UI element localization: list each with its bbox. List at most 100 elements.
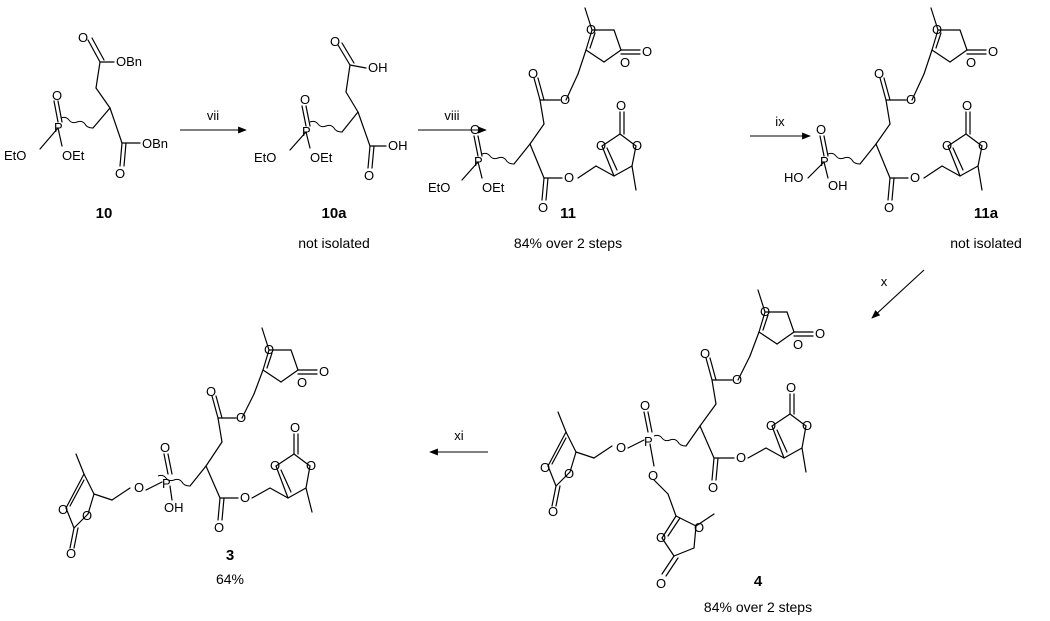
atom-label: O: [240, 490, 250, 505]
atom-label: O: [815, 326, 825, 341]
atom-label: OH: [388, 138, 408, 153]
atom-label: O: [214, 520, 224, 535]
atom-label: O: [564, 170, 574, 185]
compound-note: not isolated: [298, 235, 370, 251]
atom-label: O: [115, 166, 125, 181]
atom-label: OBn: [116, 54, 142, 69]
atom-label: O: [640, 398, 650, 413]
atom-label: HO: [784, 170, 804, 185]
atom-label: O: [760, 304, 770, 319]
atom-label: EtO: [428, 180, 450, 195]
reagent-label: ix: [775, 114, 785, 129]
atom-label: O: [942, 138, 952, 153]
atom-label: O: [616, 440, 626, 455]
atom-label: O: [160, 440, 170, 455]
compound-number: 10a: [321, 205, 347, 222]
atom-label: O: [528, 66, 538, 81]
atom-label: O: [988, 44, 998, 59]
atom-label: O: [708, 480, 718, 495]
reaction-arrow-ix: ix: [750, 114, 811, 140]
compound-note: not isolated: [950, 235, 1022, 251]
reagent-label: x: [881, 274, 888, 289]
atom-label: O: [540, 460, 550, 475]
atom-label: O: [632, 138, 642, 153]
reaction-arrow-x: x: [871, 269, 925, 319]
atom-label: O: [586, 22, 596, 37]
structure-4: O O O O O O O O O O O P O O O O O O O O: [540, 289, 825, 591]
atom-label: O: [786, 380, 796, 395]
atom-label: O: [616, 98, 626, 113]
compound-label-10a: 10a not isolated: [298, 205, 370, 251]
atom-label: O: [290, 420, 300, 435]
atom-label: O: [656, 530, 666, 545]
atom-label: OEt: [482, 180, 505, 195]
atom-label: O: [736, 450, 746, 465]
compound-label-11a: 11a not isolated: [950, 205, 1022, 251]
atom-label: P: [820, 154, 829, 169]
atom-label: O: [330, 34, 340, 49]
atom-label: P: [302, 124, 311, 139]
compound-number: 3: [226, 547, 234, 564]
atom-label: O: [732, 372, 742, 387]
atom-label: OBn: [142, 136, 168, 151]
atom-label: P: [162, 476, 171, 491]
compound-number: 10: [96, 205, 113, 222]
atom-label: O: [206, 384, 216, 399]
compound-number: 11a: [974, 205, 999, 222]
atom-label: O: [962, 98, 972, 113]
compound-number: 11: [560, 205, 576, 222]
atom-label: O: [58, 502, 68, 517]
atom-label: O: [932, 22, 942, 37]
atom-label: O: [694, 520, 704, 535]
atom-label: O: [82, 508, 92, 523]
reagent-label: xi: [454, 428, 464, 443]
atom-label: O: [264, 342, 274, 357]
compound-label-4: 4 84% over 2 steps: [704, 573, 812, 615]
structure-3: O O O O O O O O O O O P O OH O O O: [58, 327, 329, 561]
atom-label: O: [297, 375, 307, 390]
atom-label: O: [656, 576, 666, 591]
compound-label-10: 10: [96, 205, 113, 222]
structure-11: O O O O O O O O O O O P EtO OEt: [428, 7, 652, 215]
atom-label: P: [644, 434, 653, 449]
compound-note: 84% over 2 steps: [514, 235, 622, 251]
atom-label: O: [548, 504, 558, 519]
atom-label: EtO: [4, 148, 26, 163]
structure-11a: O O O O O O O O O O O P HO OH: [784, 7, 998, 215]
atom-label: OH: [828, 178, 848, 193]
atom-label: O: [364, 168, 374, 183]
atom-label: O: [560, 92, 570, 107]
compound-label-3: 3 64%: [216, 547, 244, 587]
atom-label: O: [906, 92, 916, 107]
compound-note: 64%: [216, 571, 244, 587]
atom-label: O: [306, 458, 316, 473]
structure-10a: O OH O P EtO OEt OH O: [254, 34, 408, 183]
reaction-arrow-vii: vii: [180, 108, 247, 134]
atom-label: P: [474, 154, 483, 169]
atom-label: O: [966, 55, 976, 70]
atom-label: OH: [368, 60, 388, 75]
atom-label: O: [766, 418, 776, 433]
reaction-arrow-xi: xi: [429, 428, 488, 456]
atom-label: O: [66, 546, 76, 561]
atom-label: O: [134, 480, 144, 495]
atom-label: P: [54, 120, 63, 135]
reagent-label: vii: [207, 108, 219, 123]
atom-label: O: [270, 458, 280, 473]
atom-label: O: [78, 30, 88, 45]
compound-label-11: 11 84% over 2 steps: [514, 205, 622, 251]
reaction-arrow-viii: viii: [418, 108, 487, 134]
atom-label: O: [538, 200, 548, 215]
atom-label: O: [700, 346, 710, 361]
atom-label: OH: [164, 500, 184, 515]
atom-label: O: [620, 55, 630, 70]
reagent-label: viii: [444, 108, 459, 123]
atom-label: O: [52, 88, 62, 103]
atom-label: O: [884, 200, 894, 215]
atom-label: O: [564, 466, 574, 481]
atom-label: O: [300, 92, 310, 107]
compound-note: 84% over 2 steps: [704, 599, 812, 615]
atom-label: O: [648, 468, 658, 483]
atom-label: O: [874, 66, 884, 81]
